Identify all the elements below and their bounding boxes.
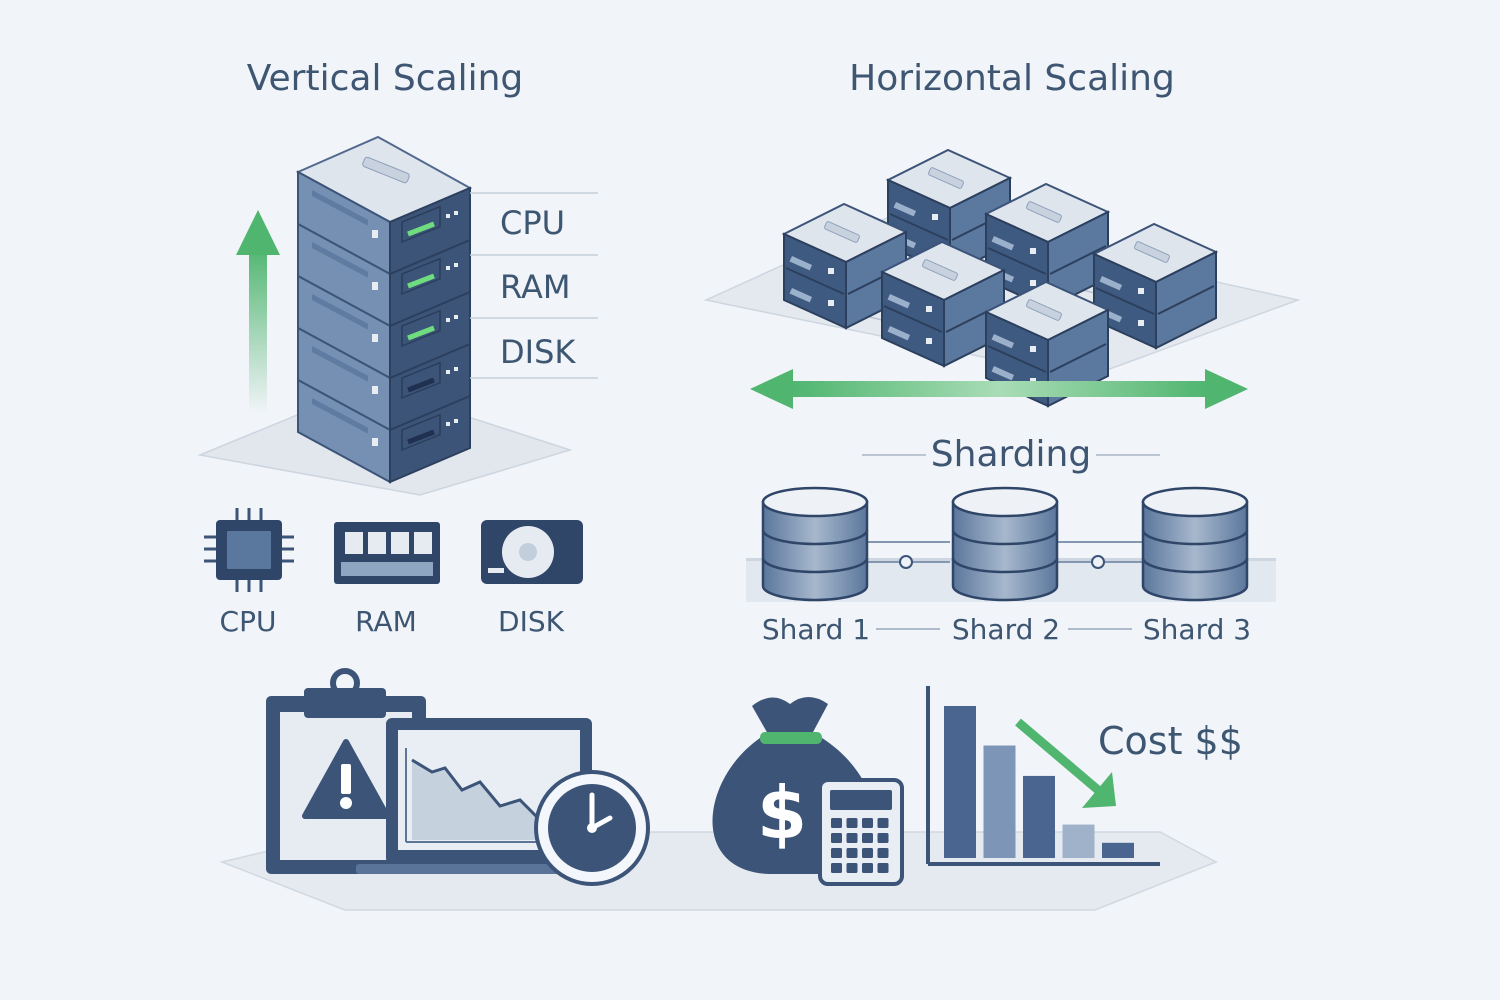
cost-bar <box>944 706 976 858</box>
server-node-icon <box>781 202 909 330</box>
rack-unit <box>297 378 471 484</box>
money-bag-dollar: $ <box>757 771 807 855</box>
rack-label-cpu: CPU <box>500 204 565 242</box>
scale-up-arrow-icon <box>236 210 280 413</box>
cost-label: Cost $$ <box>1098 719 1243 763</box>
rack-unit <box>297 326 471 432</box>
rack-unit <box>297 170 471 276</box>
shard-label-1: Shard 1 <box>762 613 870 646</box>
shard-database-icon <box>1141 486 1249 602</box>
server-node-icon <box>1091 222 1219 350</box>
server-node-cluster <box>781 148 1219 408</box>
ram-module-icon <box>334 522 440 584</box>
shard-database-group <box>761 486 1249 602</box>
server-rack-icon <box>295 135 473 484</box>
shard-label-2: Shard 2 <box>952 613 1060 646</box>
decreasing-bar-chart-icon <box>926 686 1160 866</box>
server-node-icon <box>983 182 1111 310</box>
cpu-chip-icon <box>204 508 294 592</box>
component-label-disk: DISK <box>498 605 565 638</box>
rack-label-lines <box>470 192 598 379</box>
scale-out-arrow-icon <box>750 369 1248 409</box>
rack-label-disk: DISK <box>500 333 576 371</box>
shard-label-3: Shard 3 <box>1143 613 1251 646</box>
vertical-scaling-title: Vertical Scaling <box>247 58 524 99</box>
hard-disk-icon <box>481 520 583 584</box>
cost-bar <box>1102 842 1134 858</box>
clock-icon <box>534 770 650 886</box>
cost-bar <box>983 745 1016 858</box>
component-label-cpu: CPU <box>220 605 277 638</box>
cost-bar <box>1062 824 1095 858</box>
shard-database-icon <box>761 486 869 602</box>
calculator-icon <box>818 778 904 886</box>
shard-database-icon <box>951 486 1059 602</box>
cost-bar <box>1023 775 1055 858</box>
sharding-title: Sharding <box>931 434 1091 475</box>
horizontal-scaling-title: Horizontal Scaling <box>849 58 1175 99</box>
rack-label-ram: RAM <box>500 268 570 306</box>
component-label-ram: RAM <box>355 605 417 638</box>
